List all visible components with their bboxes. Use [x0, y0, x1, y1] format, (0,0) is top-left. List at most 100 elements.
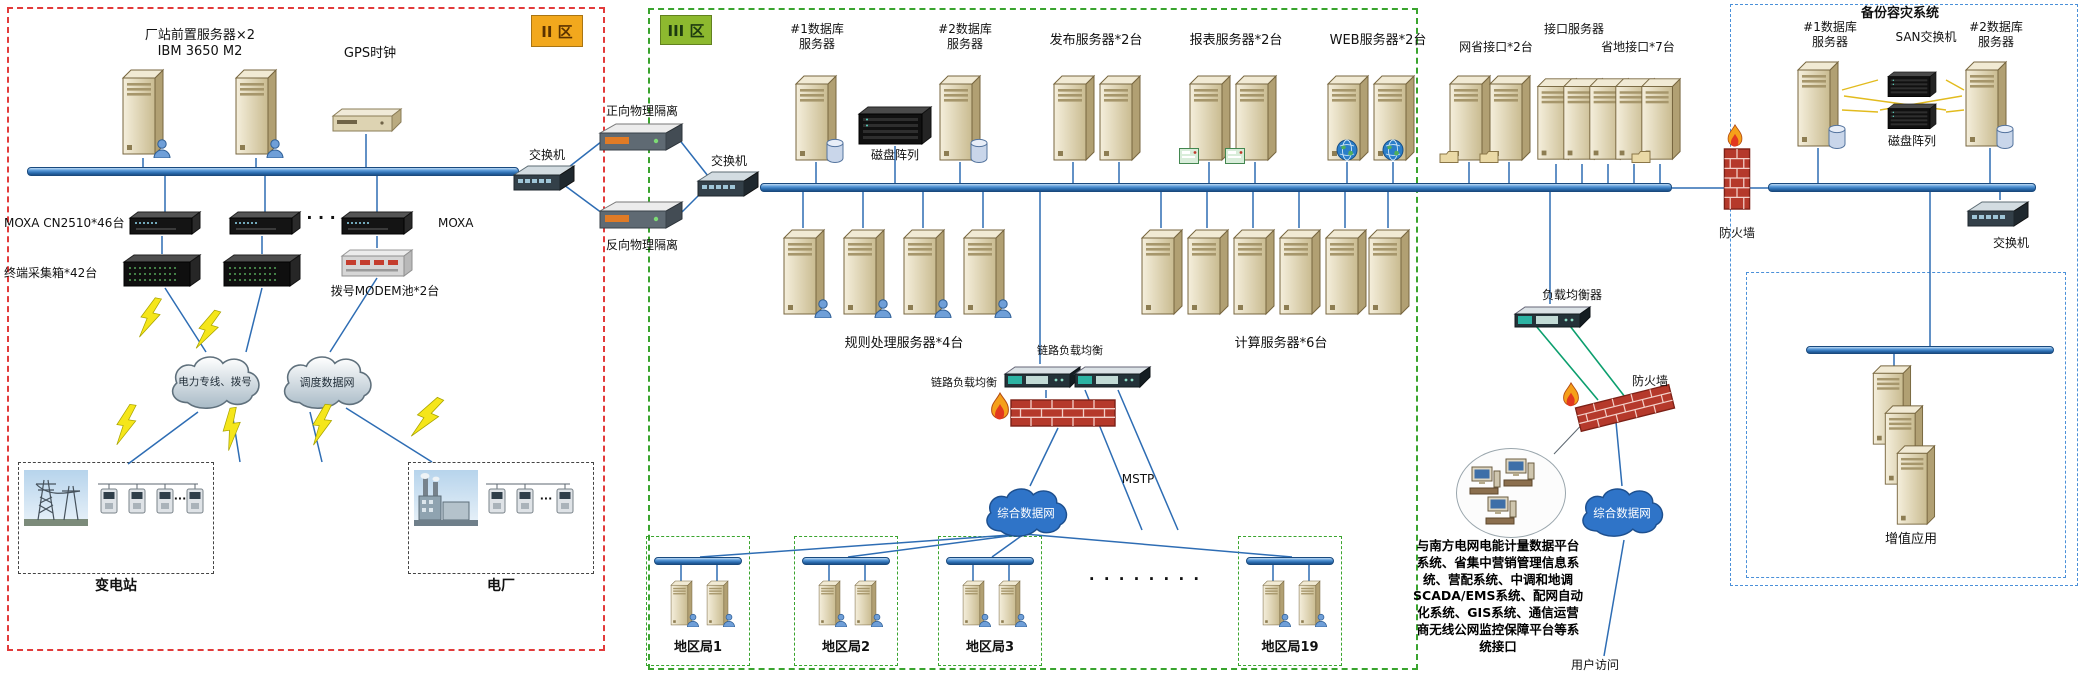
switch-label: 交换机: [710, 154, 747, 168]
green-wires: [1535, 325, 1633, 407]
person-icon: [152, 138, 172, 158]
dispatch-network-cloud-icon: 调度数据网: [278, 350, 376, 414]
person-icon: [978, 613, 992, 627]
zone3-bus: [760, 183, 1672, 192]
plant-label: 电厂: [487, 578, 515, 594]
pc-icon: [1485, 495, 1517, 525]
gray-wires: [98, 415, 1591, 490]
switch-label: 交换机: [1992, 236, 2029, 250]
server-tower-icon: [840, 228, 886, 316]
bureau-bus: [802, 557, 890, 565]
bureau-server-icon: [814, 580, 844, 626]
disk-icon: [969, 138, 989, 164]
meter-icon: [100, 488, 118, 514]
meter-icon: [516, 488, 534, 514]
folder-icon: [1439, 150, 1459, 164]
person-icon: [265, 138, 285, 158]
person-icon: [722, 613, 736, 627]
meter-icon: [186, 488, 204, 514]
bureau-box: [646, 536, 750, 666]
person-icon: [933, 298, 953, 318]
substation-box: [18, 462, 214, 574]
server-tower-icon: [1794, 60, 1840, 148]
flame-icon: [988, 392, 1012, 426]
bureau-label: 地区局3: [965, 640, 1015, 655]
report-card-icon: [1179, 148, 1199, 164]
link-lb-device-icon: [1072, 364, 1152, 390]
power-line-cloud-label: 电力专线、拨号: [178, 376, 252, 388]
pc-icon: [1503, 457, 1535, 487]
rule-server-label: 规则处理服务器*4台: [844, 336, 964, 351]
meter-icon: [556, 488, 574, 514]
value-added-bus: [1806, 346, 2054, 354]
link-lb-device-icon: [1002, 364, 1082, 390]
gps-clock-icon: [330, 106, 404, 134]
dispatch-network-cloud-label: 调度数据网: [299, 376, 355, 389]
san-switch-icon: [1876, 102, 1948, 130]
disk-array-icon: [856, 104, 934, 146]
terminal-box-icon: [222, 252, 302, 288]
server-tower-icon: [1962, 60, 2008, 148]
yellow-wires: [1841, 79, 1965, 113]
server-tower-icon: [1486, 74, 1532, 162]
bureau-server-icon: [666, 580, 696, 626]
server-tower-icon: [900, 228, 946, 316]
person-icon: [870, 613, 884, 627]
ellipsis-text: · · ·: [306, 208, 336, 227]
server-tower-icon: [1324, 74, 1370, 162]
firewall-label: 防火墙: [1718, 226, 1755, 240]
server-tower-icon: [960, 228, 1006, 316]
moxa-device-icon: [128, 210, 202, 236]
data-network-cloud-icon: 综合数据网: [978, 484, 1074, 540]
bureau-server-icon: [994, 580, 1024, 626]
server-tower-icon: [792, 74, 838, 162]
value-added-label: 增值应用: [1884, 532, 1937, 547]
person-icon: [1278, 613, 1292, 627]
forward-isolation-label: 正向物理隔离: [605, 104, 678, 118]
front-server-tower-icon: [119, 68, 165, 156]
server-tower-icon: [1184, 228, 1230, 316]
power-line-cloud-icon: 电力专线、拨号: [166, 350, 264, 414]
disk-icon: [825, 138, 845, 164]
person-icon: [873, 298, 893, 318]
bureau-bus: [654, 557, 742, 565]
load-balancer-icon: [1512, 304, 1592, 330]
backup-boundary: [1730, 4, 2078, 586]
server-tower-icon: [1138, 228, 1184, 316]
mstp-label: MSTP: [1121, 472, 1155, 486]
firewall-icon: [1722, 148, 1752, 210]
bureau-label: 地区局19: [1261, 640, 1319, 655]
disk-array-label: 磁盘阵列: [870, 148, 919, 162]
ellipsis-text: ···: [539, 492, 553, 505]
zone3-tag: III 区: [660, 15, 712, 45]
reverse-isolation-icon: [596, 198, 686, 234]
bureau-server-icon: [1294, 580, 1324, 626]
globe-icon: [1382, 139, 1404, 161]
blue-wires: [127, 134, 2001, 657]
data-network-cloud-label: 综合数据网: [1593, 506, 1651, 520]
zone3-boundary: [648, 8, 1418, 670]
globe-icon: [1336, 139, 1358, 161]
reverse-isolation-label: 反向物理隔离: [605, 238, 678, 252]
server-tower-icon: [1096, 74, 1142, 162]
moxa-right-label: MOXA: [438, 216, 474, 230]
server-tower-icon: [1230, 228, 1276, 316]
server-tower-icon: [1365, 228, 1411, 316]
server-tower-icon: [780, 228, 826, 316]
backup-db2-label: #2数据库服务器: [1969, 20, 2023, 49]
value-added-server-icon: [1890, 444, 1940, 526]
meter-icon: [488, 488, 506, 514]
bureau-label: 地区局2: [821, 640, 871, 655]
interface-note: 与南方电网电能计量数据平台系统、省集中营销管理信息系统、营配系统、中调和地调SC…: [1413, 538, 1583, 654]
user-access-label: 用户访问: [1570, 658, 1619, 672]
server-tower-icon: [1322, 228, 1368, 316]
substation-photo: [24, 470, 88, 526]
moxa-device-label: MOXA CN2510*46台: [4, 216, 125, 230]
bureau-box: [1238, 536, 1342, 666]
person-icon: [813, 298, 833, 318]
report-server-label: 报表服务器*2台: [1189, 33, 1283, 48]
interface-server-label: 接口服务器: [1543, 22, 1604, 36]
user-pc-group: [1456, 448, 1566, 538]
